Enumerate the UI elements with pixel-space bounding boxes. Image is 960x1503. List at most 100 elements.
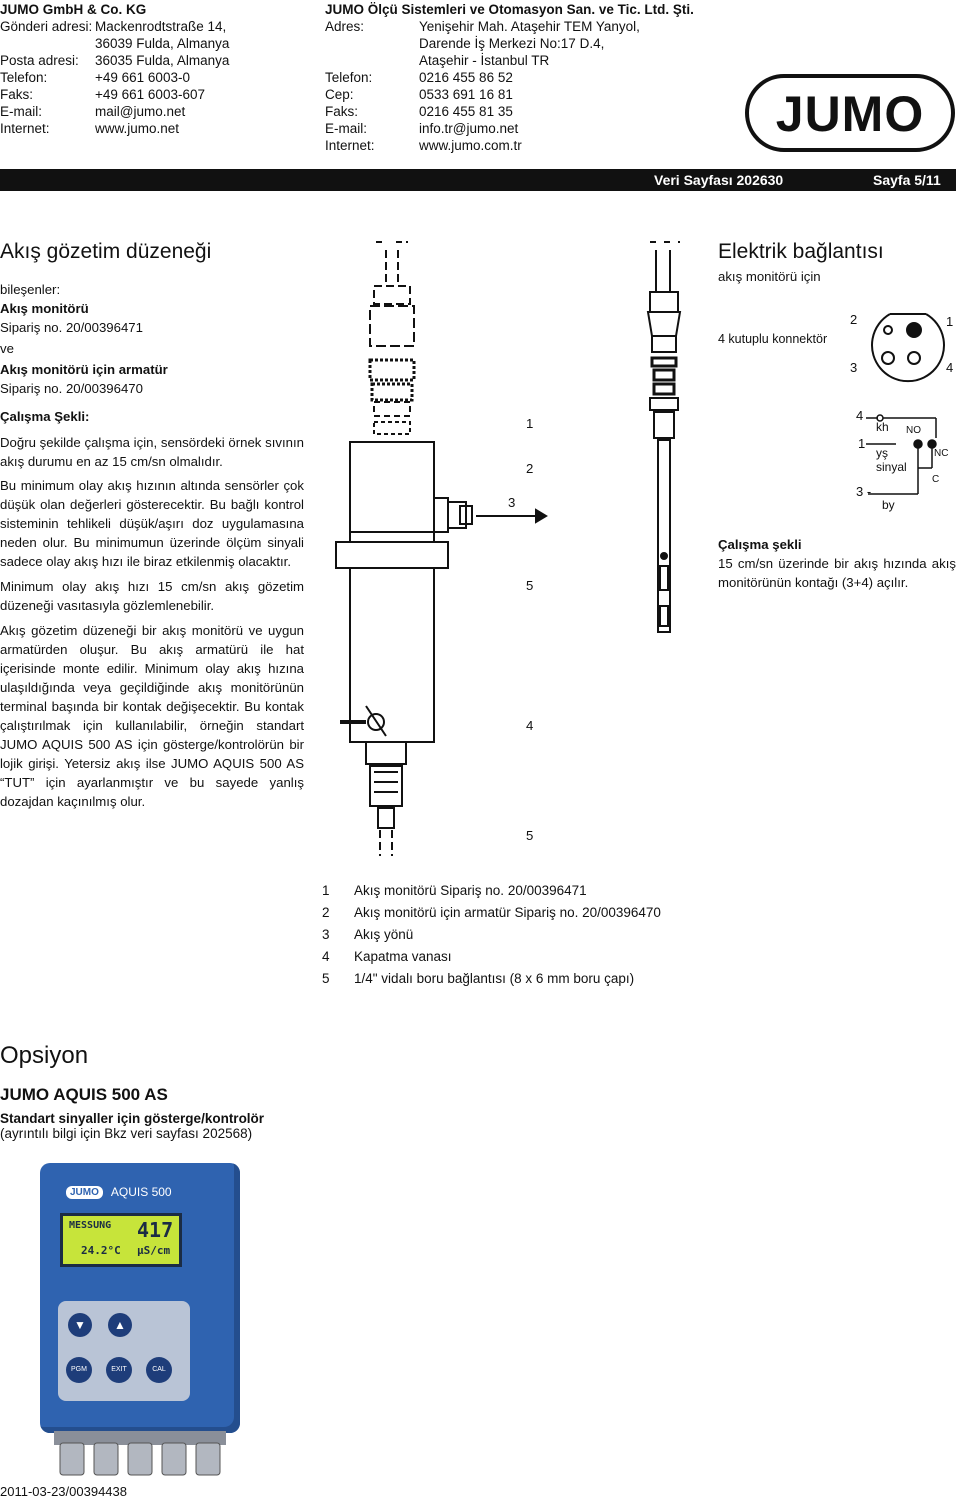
right-method: Çalışma şekli 15 cm/sn üzerinde bir akış… [718, 535, 956, 592]
wire-1: 1 [858, 436, 866, 451]
tr-fax-value: 0216 455 81 35 [419, 104, 513, 119]
option-section: Opsiyon JUMO AQUIS 500 AS Standart sinya… [0, 1042, 400, 1141]
shipping-value: Mackenrodtstraße 14, [95, 19, 227, 34]
wire-c: C [932, 474, 940, 485]
right-method-text: 15 cm/sn üzerinde bir akış hızında akış … [718, 556, 956, 590]
wire-no: NO [906, 425, 921, 436]
connector-diagram: 4 kutuplu konnektör 2 1 3 4 [718, 308, 958, 388]
logo-text: JUMO [776, 86, 924, 142]
pin-4: 4 [946, 360, 954, 375]
components-label: bileşenler: [0, 282, 61, 297]
right-column: Elektrik bağlantısı akış monitörü için [718, 240, 956, 286]
legend-number: 2 [322, 905, 330, 920]
device-label-plate: JUMO AQUIS 500 [66, 1183, 216, 1201]
lcd-label: MESSUNG [69, 1220, 112, 1231]
flow-monitor-drawing: 1 2 3 5 4 5 [330, 236, 710, 856]
wire-kh: kh [876, 420, 889, 434]
email-value: mail@jumo.net [95, 104, 186, 119]
right-method-heading: Çalışma şekli [718, 537, 802, 552]
company-name-de: JUMO GmbH & Co. KG [0, 2, 147, 17]
phone-value: +49 661 6003-0 [95, 70, 190, 85]
wire-4: 4 [856, 408, 864, 423]
postal-label: Posta adresi: [0, 53, 79, 68]
legend-text: Kapatma vanası [354, 949, 452, 964]
internet-value: www.jumo.net [95, 121, 180, 136]
shipping-label-2 [0, 35, 95, 52]
option-product: JUMO AQUIS 500 AS [0, 1085, 168, 1104]
label-3: 3 [508, 495, 516, 510]
and-text: ve [0, 341, 14, 356]
device-brand: JUMO [66, 1185, 103, 1199]
postal-value: 36035 Fulda, Almanya [95, 53, 230, 68]
lcd-display: MESSUNG 417 24.2°C µS/cm [60, 1213, 182, 1267]
mobile-label: Cep: [325, 87, 354, 102]
method-heading: Çalışma Şekli: [0, 409, 90, 424]
option-heading: Opsiyon [0, 1042, 89, 1069]
company-name-tr: JUMO Ölçü Sistemleri ve Otomasyon San. v… [325, 2, 694, 17]
tr-email-value: info.tr@jumo.net [419, 121, 519, 136]
header-left: JUMO GmbH & Co. KG Gönderi adresi:Macken… [0, 1, 310, 137]
address-value-2: Darende İş Merkezi No:17 D.4, [419, 36, 605, 51]
aquis-device-image: JUMO AQUIS 500 MESSUNG 417 24.2°C µS/cm … [40, 1163, 240, 1479]
shipping-value-2: 36039 Fulda, Almanya [95, 36, 230, 51]
label-5-top: 5 [526, 578, 534, 593]
address-label-2 [325, 35, 419, 52]
legend-text: 1/4" vidalı boru bağlantısı (8 x 6 mm bo… [354, 971, 635, 986]
component-2-name: Akış monitörü için armatür [0, 362, 168, 377]
shipping-label: Gönderi adresi: [0, 19, 93, 34]
keypad: ▼ ▲ PGM EXIT CAL [58, 1301, 190, 1401]
label-1: 1 [526, 416, 534, 431]
pgm-button[interactable]: PGM [66, 1357, 92, 1383]
lcd-value: 417 [137, 1218, 174, 1242]
header-right: JUMO Ölçü Sistemleri ve Otomasyon San. v… [325, 1, 765, 154]
pin-1: 1 [946, 314, 954, 329]
paragraph-3: Minimum olay akış hızı 15 cm/sn akış göz… [0, 579, 304, 613]
wire-by: by [882, 498, 895, 512]
section-title: Akış gözetim düzeneği [0, 240, 212, 263]
label-5-bottom: 5 [526, 828, 534, 843]
legend-number: 5 [322, 971, 330, 986]
fax-value: +49 661 6003-607 [95, 87, 205, 102]
electrical-subtitle: akış monitörü için [718, 269, 821, 284]
tr-internet-label: Internet: [325, 138, 375, 153]
tr-internet-value: www.jumo.com.tr [419, 138, 522, 153]
datasheet-number: Veri Sayfası 202630 [654, 172, 784, 188]
down-button[interactable]: ▼ [68, 1313, 92, 1337]
page-number: Sayfa 5/11 [873, 172, 941, 188]
left-column: Akış gözetim düzeneği bileşenler: Akış m… [0, 240, 304, 811]
electrical-title: Elektrik bağlantısı [718, 240, 884, 263]
option-desc: Standart sinyaller için gösterge/kontrol… [0, 1111, 265, 1126]
paragraph-4: Akış gözetim düzeneği bir akış monitörü … [0, 623, 304, 809]
internet-label: Internet: [0, 121, 50, 136]
component-2-order: Sipariş no. 20/00396470 [0, 381, 143, 396]
email-label: E-mail: [0, 104, 43, 119]
phone-label: Telefon: [0, 70, 48, 85]
legend-number: 4 [322, 949, 330, 964]
wire-nc: NC [934, 448, 949, 459]
address-label-3 [325, 52, 419, 69]
pin-3: 3 [850, 360, 858, 375]
mobile-value: 0533 691 16 81 [419, 87, 513, 102]
wire-ys: yş [876, 446, 888, 460]
address-label: Adres: [325, 19, 365, 34]
exit-button[interactable]: EXIT [106, 1357, 132, 1383]
footer-doc-id: 2011-03-23/00394438 [0, 1484, 127, 1499]
cable-glands [54, 1431, 226, 1477]
label-4: 4 [526, 718, 534, 733]
component-1-order: Sipariş no. 20/00396471 [0, 320, 143, 335]
datasheet-bar: Veri Sayfası 202630 Sayfa 5/11 [0, 169, 956, 191]
up-button[interactable]: ▲ [108, 1313, 132, 1337]
tr-phone-label: Telefon: [325, 70, 373, 85]
device-model: AQUIS 500 [110, 1185, 172, 1199]
legend-text: Akış monitörü Sipariş no. 20/00396471 [354, 883, 587, 898]
connector-label: 4 kutuplu konnektör [718, 332, 828, 346]
cal-button[interactable]: CAL [146, 1357, 172, 1383]
lcd-temp: 24.2°C [81, 1244, 121, 1257]
tr-email-label: E-mail: [325, 121, 368, 136]
jumo-logo: JUMO [745, 74, 955, 152]
legend-item: 4 Kapatma vanası [322, 946, 742, 968]
wire-3: 3 - [856, 484, 872, 499]
tr-phone-value: 0216 455 86 52 [419, 70, 513, 85]
